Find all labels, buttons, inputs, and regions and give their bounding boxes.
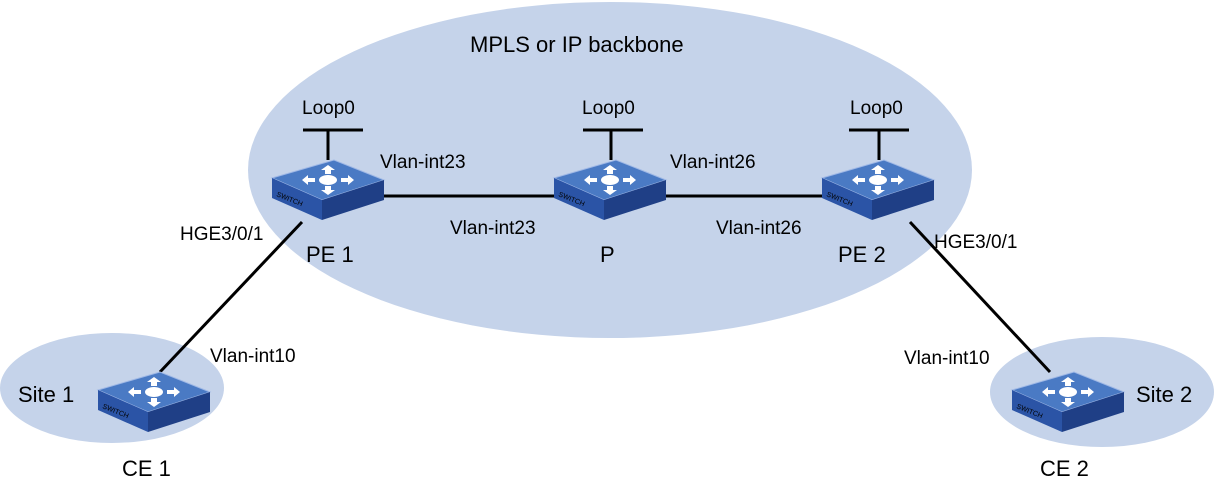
ce2-vlan-int10-label: Vlan-int10 [904,348,990,369]
p-loopback-label: Loop0 [582,98,635,119]
pe1-vlan-int23-label: Vlan-int23 [380,152,466,173]
pe1-loopback-label: Loop0 [302,98,355,119]
pe1-hge-label: HGE3/0/1 [180,224,263,245]
ce1-name-label: CE 1 [122,456,171,481]
site1-label: Site 1 [18,382,74,407]
pe2-name-label: PE 2 [838,242,886,267]
site2-label: Site 2 [1136,382,1192,407]
pe2-loopback-label: Loop0 [850,98,903,119]
backbone-label: MPLS or IP backbone [470,32,684,57]
p-name-label: P [600,242,615,267]
pe1-loopback-stub [303,128,363,160]
link-pe2-ce2 [908,220,1052,374]
p-vlan-int26-label: Vlan-int26 [670,152,756,173]
p-vlan-int23-label: Vlan-int23 [450,218,536,239]
link-pe1-ce1 [158,220,304,374]
ce1-vlan-int10-label: Vlan-int10 [210,346,296,367]
ce2-name-label: CE 2 [1040,456,1089,481]
pe2-hge-label: HGE3/0/1 [934,232,1017,253]
pe2-vlan-int26-label: Vlan-int26 [716,218,802,239]
p-loopback-stub [583,128,643,160]
pe2-loopback-stub [849,128,909,160]
pe1-name-label: PE 1 [306,242,354,267]
